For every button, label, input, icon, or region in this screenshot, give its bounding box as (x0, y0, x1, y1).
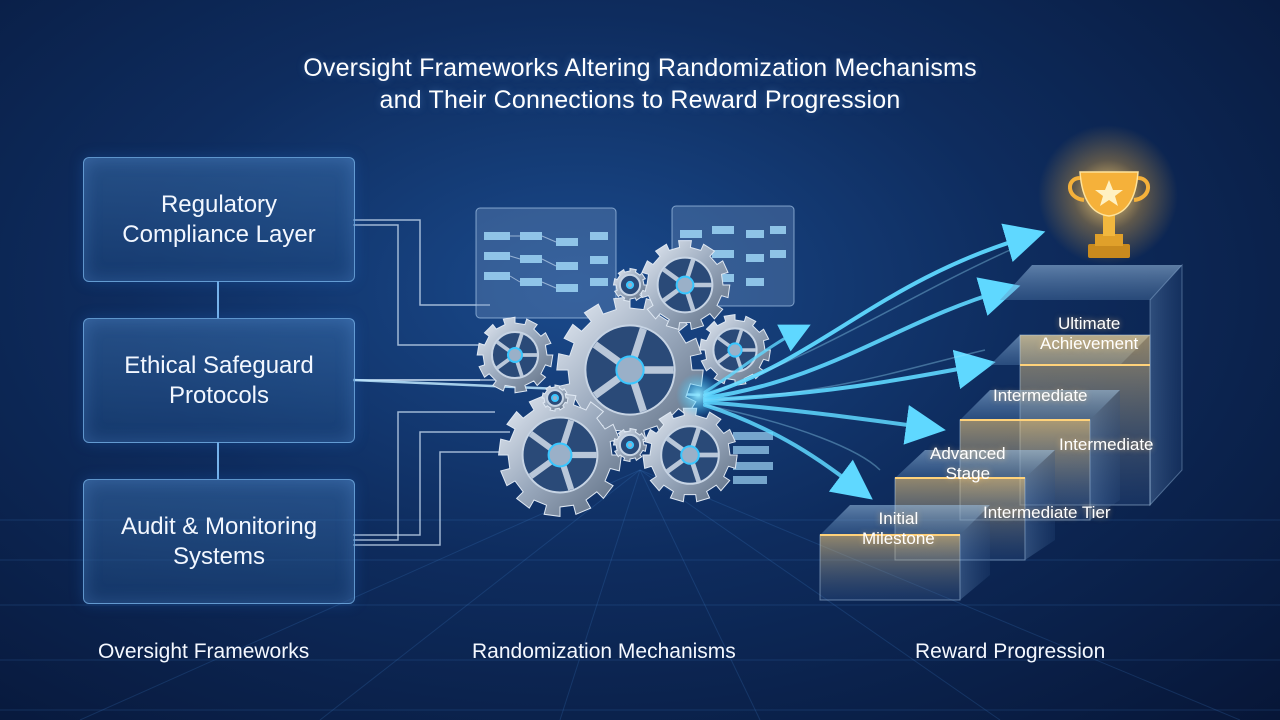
gear-cluster (476, 240, 771, 517)
page-title: Oversight Frameworks Altering Randomizat… (0, 52, 1280, 116)
gear-lower-right-icon (642, 407, 738, 503)
step-initial-line-2: Milestone (862, 529, 935, 548)
flow-arrows-faint (704, 249, 1011, 471)
gear-tiny-icon (612, 427, 648, 463)
circuit-lines (353, 219, 510, 546)
mini-panel (733, 432, 773, 484)
step-label-intermediate-upper: Intermediate (993, 386, 1088, 405)
column-label-oversight: Oversight Frameworks (98, 640, 310, 663)
step-label-advanced: Advanced Stage (930, 444, 1006, 484)
step-label-initial: Initial Milestone (862, 509, 935, 549)
column-label-randomization: Randomization Mechanisms (472, 640, 736, 663)
step-label-ultimate: Ultimate Achievement (1040, 314, 1138, 354)
step-advanced-line-2: Stage (945, 464, 991, 483)
framework-box-regulatory: Regulatory Compliance Layer (83, 157, 355, 282)
framework-regulatory-line-1: Regulatory (160, 190, 278, 218)
gear-left-icon (476, 316, 554, 394)
step-ultimate-line-2: Achievement (1040, 334, 1139, 353)
trophy-icon (1038, 125, 1178, 265)
gear-right-icon (699, 314, 771, 386)
framework-ethical-line-2: Protocols (168, 381, 270, 409)
title-line-1: Oversight Frameworks Altering Randomizat… (303, 54, 977, 82)
framework-regulatory-line-2: Compliance Layer (122, 220, 316, 248)
framework-box-ethical: Ethical Safeguard Protocols (83, 318, 355, 443)
gear-small-icon (612, 267, 648, 303)
framework-box-audit: Audit & Monitoring Systems (83, 479, 355, 604)
gear-lower-left-icon (498, 393, 622, 517)
step-ultimate-line-1: Ultimate (1057, 314, 1121, 333)
step-advanced-line-1: Advanced (930, 444, 1006, 463)
title-line-2: and Their Connections to Reward Progress… (379, 86, 901, 114)
step-label-intermediate-tier: Intermediate Tier (983, 503, 1111, 522)
gear-hub-glow (676, 373, 720, 417)
gear-mini-icon (541, 384, 569, 412)
flowchart-panel-left (475, 207, 617, 319)
gear-upper-icon (639, 240, 731, 331)
step-initial-line-1: Initial (878, 509, 919, 528)
staircase (819, 263, 1183, 601)
framework-ethical-line-1: Ethical Safeguard (124, 351, 314, 379)
framework-audit-line-1: Audit & Monitoring (120, 512, 318, 540)
flow-arrows (703, 223, 1046, 500)
framework-audit-line-2: Systems (172, 542, 265, 570)
column-label-reward: Reward Progression (915, 640, 1106, 663)
step-label-intermediate-right: Intermediate (1059, 435, 1154, 454)
